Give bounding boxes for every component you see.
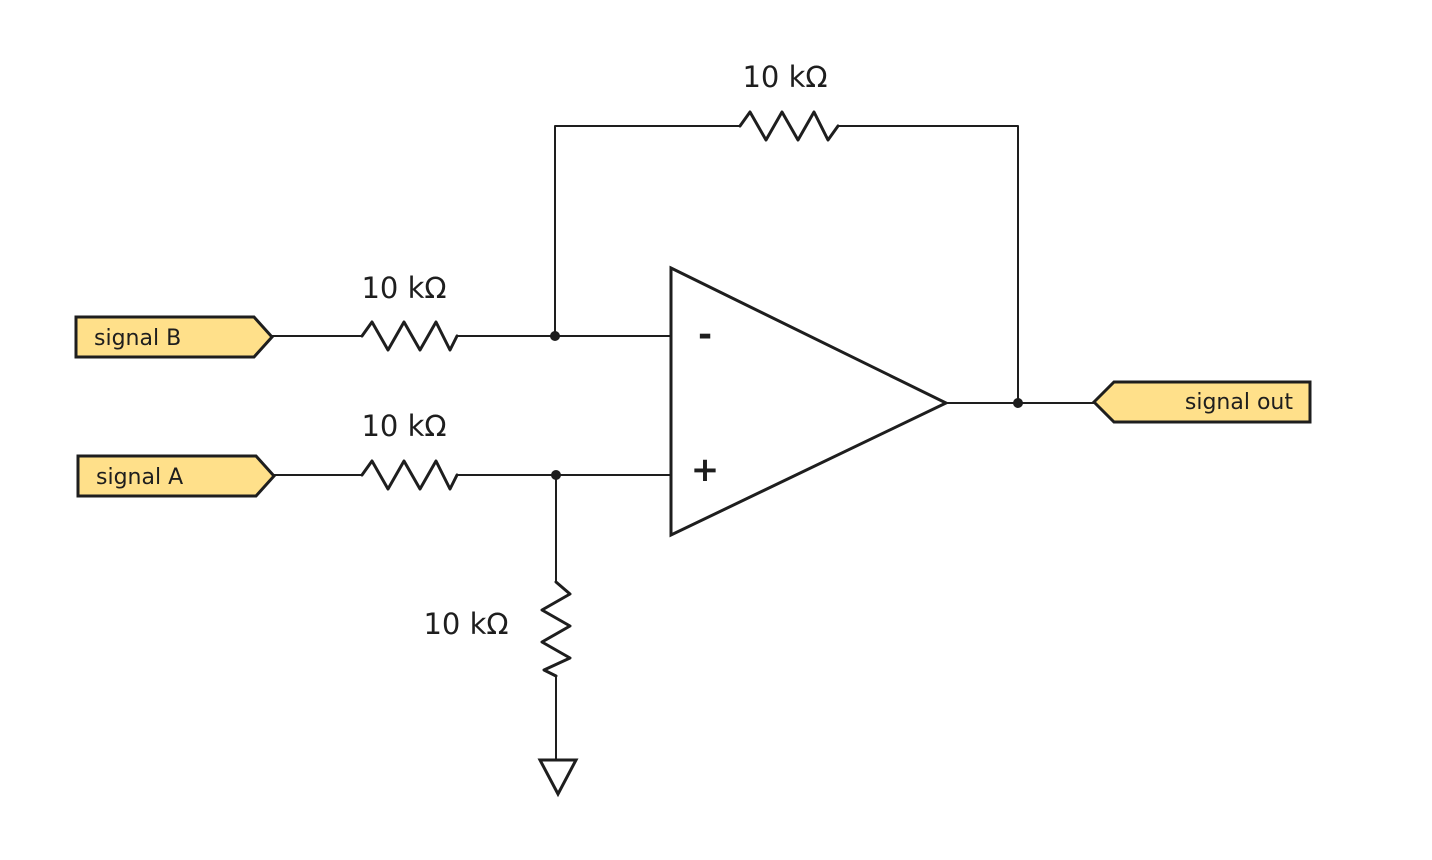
junction-noninverting-node [551, 470, 561, 480]
wire-feedback-right [837, 125, 1019, 404]
resistors [360, 110, 840, 678]
junction-output-node [1013, 398, 1023, 408]
signal-b-label: signal B [94, 326, 181, 351]
feedback-resistor [738, 110, 840, 142]
signal-b-tag-shape [74, 315, 275, 359]
ground-icon [537, 758, 579, 798]
wire-feedback-left-vertical [554, 125, 741, 337]
input-resistor-a-value: 10 kΩ [361, 409, 446, 443]
signal-a-tag: signal A [76, 454, 277, 498]
signal-a-tag-shape [76, 454, 277, 498]
input-resistor-a [360, 459, 459, 491]
ground-resistor-value: 10 kΩ [423, 607, 508, 641]
feedback-resistor-value: 10 kΩ [742, 60, 827, 94]
input-resistor-b [360, 320, 459, 352]
noninverting-input-sign: + [691, 450, 720, 490]
signal-out-tag-shape [1091, 380, 1312, 424]
input-resistor-b-value: 10 kΩ [361, 271, 446, 305]
op-amp: - + [669, 265, 950, 538]
signal-a-label: signal A [96, 465, 183, 490]
signal-out-tag: signal out [1091, 380, 1312, 424]
signal-b-tag: signal B [74, 315, 275, 359]
junction-inverting-node [550, 331, 560, 341]
inverting-input-sign: - [698, 315, 712, 355]
junctions [550, 331, 1023, 480]
signal-out-label: signal out [1185, 390, 1293, 415]
ground-resistor [540, 580, 572, 678]
op-amp-triangle [669, 265, 950, 538]
